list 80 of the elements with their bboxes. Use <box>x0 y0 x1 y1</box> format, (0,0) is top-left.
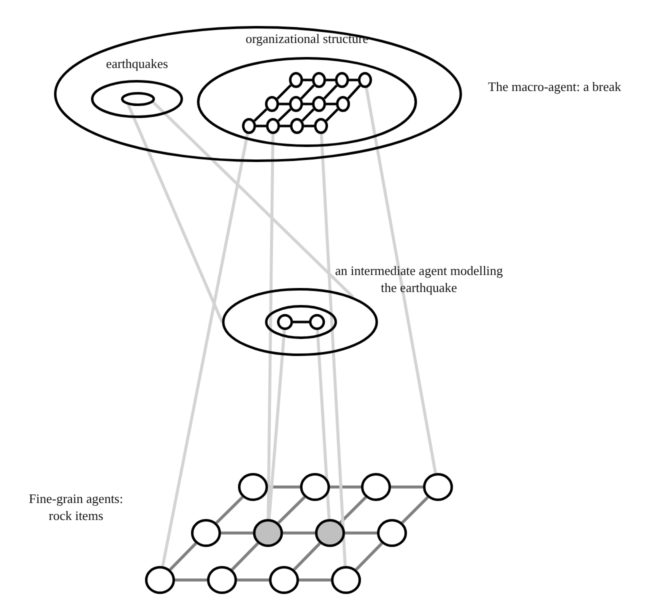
connector-line <box>301 108 315 122</box>
agent-circle <box>300 473 330 501</box>
agent-ellipse <box>197 31 417 147</box>
connector-line <box>279 102 289 106</box>
agent-circle <box>207 566 237 594</box>
connector-line <box>355 542 383 571</box>
agent-circle <box>331 566 361 594</box>
agent-circle <box>265 96 279 112</box>
agent-ellipse <box>121 92 155 106</box>
agent-circle <box>269 566 299 594</box>
connector-line <box>254 108 268 122</box>
agent-circle <box>312 96 326 112</box>
connector-line <box>303 102 312 106</box>
connector-line <box>126 104 224 323</box>
agent-caption: an intermediate agent modelling the earthquake <box>334 262 504 296</box>
agent-circle <box>289 72 303 88</box>
connector-line <box>339 496 367 524</box>
agent-circle <box>315 519 345 547</box>
connector-line <box>161 134 249 566</box>
connector-line <box>175 578 207 582</box>
connector-line <box>293 542 321 571</box>
agent-circle <box>290 118 304 134</box>
agent-ellipse <box>91 56 183 118</box>
agent-heading: earthquakes <box>104 56 170 72</box>
connector-line <box>320 134 347 566</box>
agent-circle <box>277 314 293 330</box>
agent-circle <box>312 72 326 88</box>
connector-line <box>277 496 306 524</box>
agent-circle <box>335 72 349 88</box>
connector-line <box>304 124 314 128</box>
agent-circle <box>191 519 221 547</box>
connector-line <box>345 532 377 534</box>
connector-line <box>276 84 292 100</box>
agent-circle <box>358 72 372 88</box>
agent-circle <box>314 118 328 134</box>
agent-circle <box>309 314 325 330</box>
connector-line <box>293 320 309 324</box>
connector-line <box>316 330 331 520</box>
agent-circle <box>423 473 453 501</box>
agent-circle <box>289 96 303 112</box>
agent-circle <box>238 473 268 501</box>
connector-line <box>283 532 315 534</box>
connector-line <box>237 578 269 582</box>
agent-ellipse <box>54 26 462 162</box>
connector-line <box>268 486 300 488</box>
connector-line <box>349 78 358 82</box>
agent-ellipse <box>265 305 337 339</box>
connector-line <box>299 578 331 582</box>
connector-line <box>303 78 312 82</box>
connector-line <box>215 496 244 524</box>
connector-line <box>391 486 423 488</box>
connector-line <box>256 124 266 128</box>
connector-line <box>401 496 429 524</box>
agent-circle <box>266 118 280 134</box>
connector-line <box>326 102 336 106</box>
layer-label: Fine-grain agents: rock items <box>28 490 124 524</box>
connector-line <box>300 84 315 100</box>
agent-circle <box>336 96 350 112</box>
agent-caption: The macro-agent: a break <box>488 78 622 95</box>
connector-line <box>323 84 338 100</box>
connector-line <box>221 532 253 534</box>
agent-circle <box>361 473 391 501</box>
connector-line <box>325 108 339 122</box>
agent-circle <box>253 519 283 547</box>
agent-circle <box>377 519 407 547</box>
agent-ellipse <box>222 288 378 356</box>
connector-line <box>152 101 354 298</box>
agent-heading: organizational structure <box>244 31 370 47</box>
connector-line <box>268 330 286 520</box>
connector-line <box>330 486 361 488</box>
connector-line <box>266 134 274 520</box>
agent-circle <box>145 566 175 594</box>
connector-line <box>169 542 197 571</box>
connector-line <box>364 88 437 474</box>
connector-line <box>326 78 335 82</box>
connector-line <box>231 542 259 571</box>
connector-line <box>347 84 361 100</box>
agent-circle <box>242 118 256 134</box>
connector-line <box>278 108 292 122</box>
connector-line <box>280 124 290 128</box>
